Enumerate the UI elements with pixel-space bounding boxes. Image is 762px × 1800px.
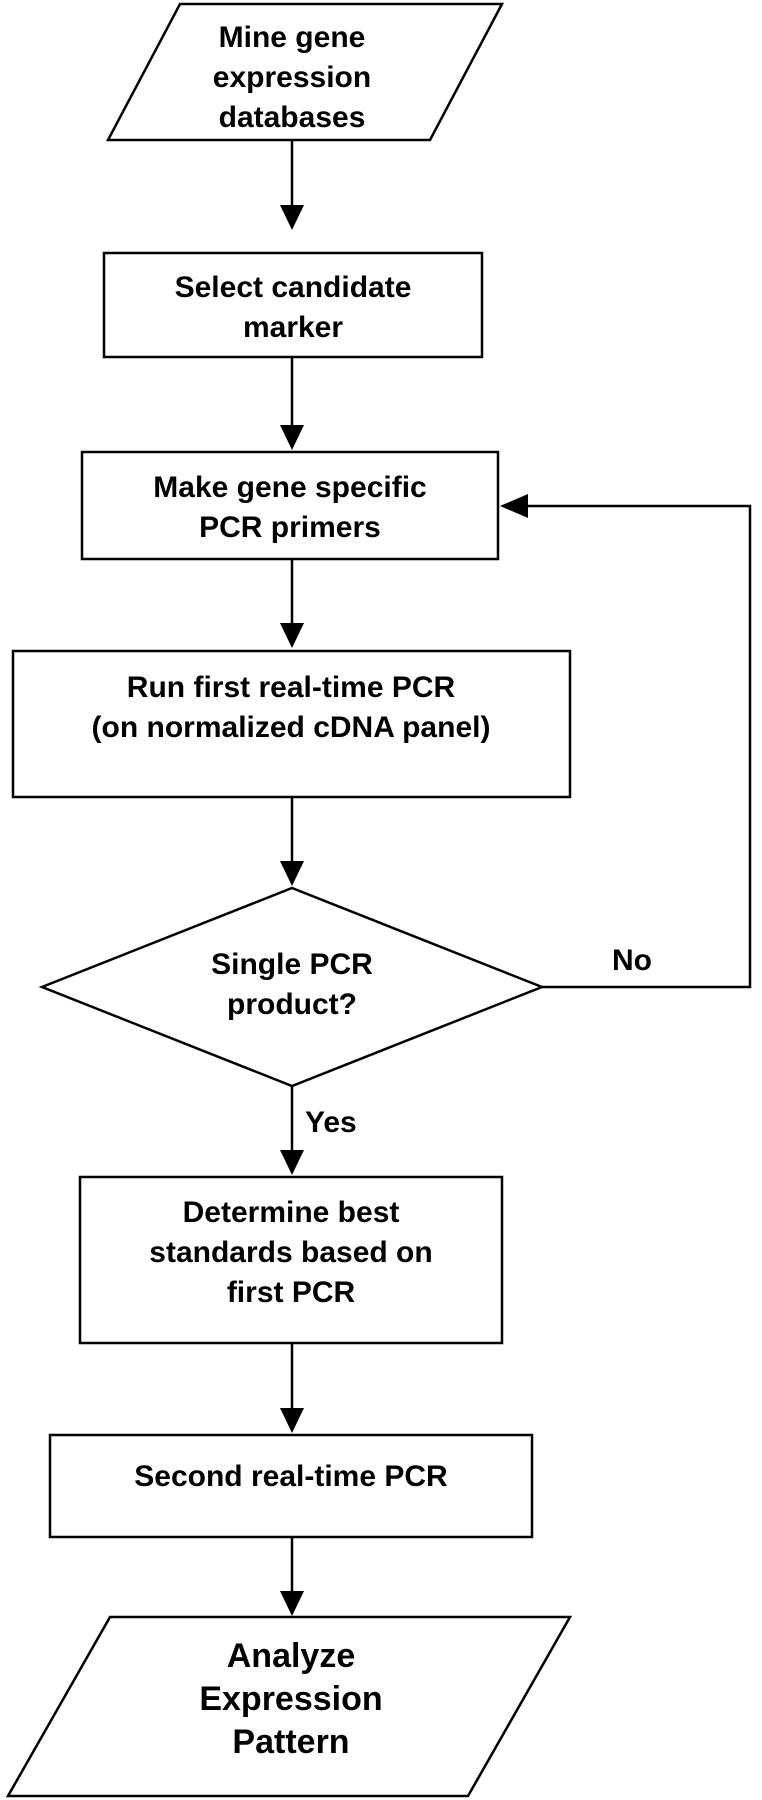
edge-select-to-primers — [280, 357, 304, 450]
node-analyze-pattern: Analyze Expression Pattern — [5, 1615, 573, 1798]
node-primers-line-2: PCR primers — [199, 511, 381, 544]
node-standards-line-2: standards based on — [149, 1236, 432, 1269]
edge-standards-to-second-pcr — [280, 1343, 304, 1433]
node-decision-line-2: product? — [227, 988, 357, 1021]
edge-primers-to-first-pcr — [280, 559, 304, 648]
node-standards-line-1: Determine best — [183, 1196, 400, 1229]
edge-label-no: No — [612, 944, 652, 977]
edge-decision-no-loop: No — [500, 494, 752, 989]
edge-label-yes: Yes — [305, 1106, 357, 1139]
edge-second-pcr-to-analyze — [280, 1537, 304, 1616]
node-second-pcr: Second real-time PCR — [48, 1433, 534, 1539]
node-analyze-line-2: Expression — [199, 1680, 382, 1718]
node-select-marker: Select candidate marker — [102, 251, 484, 359]
node-primers-line-1: Make gene specific — [153, 471, 426, 504]
node-decision-line-1: Single PCR — [211, 948, 373, 981]
node-select-shape — [102, 251, 484, 359]
edge-mine-to-select — [280, 140, 304, 230]
node-first-pcr-line-2: (on normalized cDNA panel) — [92, 711, 491, 744]
node-primers-shape — [80, 450, 500, 561]
node-decision-shape — [38, 886, 546, 1088]
node-mine-shape — [105, 2, 505, 142]
edge-first-pcr-to-decision — [280, 797, 304, 886]
node-standards-line-3: first PCR — [227, 1276, 356, 1309]
node-decision-single-product: Single PCR product? — [38, 886, 546, 1088]
node-analyze-shape — [5, 1615, 573, 1798]
node-determine-standards: Determine best standards based on first … — [78, 1175, 504, 1345]
node-select-line-2: marker — [243, 311, 343, 344]
node-mine-databases: Mine gene expression databases — [105, 2, 505, 142]
node-first-pcr: Run first real-time PCR (on normalized c… — [11, 649, 572, 799]
node-second-pcr-shape — [48, 1433, 534, 1539]
node-second-pcr-line-1: Second real-time PCR — [134, 1460, 448, 1493]
node-analyze-line-1: Analyze — [227, 1637, 356, 1675]
node-first-pcr-shape — [11, 649, 572, 799]
node-mine-line-3: databases — [219, 101, 366, 134]
node-make-primers: Make gene specific PCR primers — [80, 450, 500, 561]
node-standards-shape — [78, 1175, 504, 1345]
node-mine-line-1: Mine gene — [219, 21, 366, 54]
node-select-line-1: Select candidate — [175, 271, 412, 304]
edge-decision-yes: Yes — [280, 1086, 357, 1175]
node-analyze-line-3: Pattern — [232, 1723, 349, 1761]
node-mine-line-2: expression — [213, 61, 371, 94]
node-first-pcr-line-1: Run first real-time PCR — [127, 671, 456, 704]
